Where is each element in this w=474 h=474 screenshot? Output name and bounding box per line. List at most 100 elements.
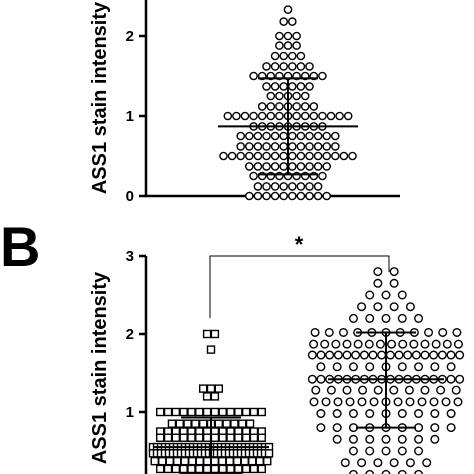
data-point [262, 182, 271, 191]
data-point [309, 111, 319, 121]
data-point [446, 362, 456, 372]
data-point [179, 433, 188, 442]
data-point [218, 433, 227, 442]
data-point [420, 339, 430, 349]
data-point [398, 339, 408, 349]
data-point [202, 392, 212, 401]
data-point [236, 142, 245, 151]
data-point [296, 62, 306, 71]
data-point [405, 302, 415, 312]
data-point [316, 423, 326, 433]
data-point [451, 385, 461, 395]
data-point [210, 433, 220, 442]
data-point [365, 434, 375, 444]
data-point [322, 131, 332, 141]
data-point [357, 458, 367, 468]
data-point [253, 182, 263, 191]
data-point [163, 464, 173, 474]
data-point [244, 162, 254, 171]
data-point [359, 350, 369, 360]
data-point [275, 102, 284, 111]
data-point [318, 111, 327, 121]
data-point [331, 339, 341, 349]
data-point [202, 464, 212, 474]
data-point [244, 151, 254, 161]
data-point [381, 434, 391, 444]
panel-b-ylabel: ASS1 stain intensity [89, 271, 111, 464]
data-point [263, 456, 272, 466]
data-point [240, 456, 249, 466]
data-point [257, 433, 266, 442]
data-point [387, 339, 397, 349]
data-point [316, 350, 326, 360]
data-point [257, 102, 267, 111]
data-point [180, 456, 189, 466]
data-point [333, 397, 343, 407]
data-point [287, 62, 297, 71]
data-point [163, 433, 173, 442]
data-point [351, 350, 361, 360]
data-point [202, 433, 212, 442]
data-point [309, 339, 319, 349]
data-point [373, 267, 383, 277]
data-point [455, 350, 465, 360]
data-point [348, 313, 358, 323]
data-point [275, 91, 284, 101]
data-point [279, 51, 289, 61]
data-point [203, 456, 212, 466]
data-point [322, 162, 332, 171]
data-point [313, 142, 323, 151]
data-point [241, 464, 251, 474]
data-point [158, 456, 167, 466]
data-point [270, 142, 280, 151]
data-point [264, 449, 274, 458]
data-point [357, 302, 367, 312]
data-point [313, 162, 323, 171]
data-point [404, 385, 414, 395]
data-point [175, 419, 184, 428]
data-point [210, 392, 220, 401]
data-point [305, 191, 314, 201]
data-point [241, 407, 251, 417]
data-point [335, 111, 344, 121]
data-point [348, 409, 358, 419]
data-point [296, 191, 306, 201]
data-point [249, 433, 259, 442]
data-point [430, 423, 440, 433]
data-point [245, 419, 255, 428]
data-point [430, 434, 440, 444]
data-point [222, 419, 231, 428]
data-point [195, 456, 204, 466]
data-point [296, 151, 306, 161]
data-point [232, 111, 241, 121]
data-point [446, 409, 456, 419]
data-point [446, 423, 456, 433]
data-point [373, 278, 383, 288]
data-point [305, 151, 314, 161]
data-point [266, 111, 276, 121]
data-point [187, 464, 196, 474]
data-point [173, 456, 182, 466]
data-point [156, 407, 165, 417]
data-point [202, 407, 212, 417]
data-point [226, 464, 235, 474]
data-point [179, 407, 188, 417]
data-point [262, 191, 271, 201]
data-point [262, 142, 271, 151]
data-point [236, 151, 245, 161]
data-point [305, 162, 314, 171]
data-point [417, 397, 427, 407]
data-point [338, 327, 348, 337]
data-point [305, 82, 314, 91]
data-point [283, 31, 293, 41]
data-point [227, 151, 237, 161]
data-point [279, 82, 289, 91]
data-point [150, 456, 159, 466]
data-point [453, 397, 463, 407]
data-point [393, 397, 403, 407]
data-point [279, 182, 289, 191]
data-point [198, 419, 208, 428]
data-point [156, 464, 165, 474]
data-point [270, 162, 280, 171]
data-point [279, 62, 289, 71]
